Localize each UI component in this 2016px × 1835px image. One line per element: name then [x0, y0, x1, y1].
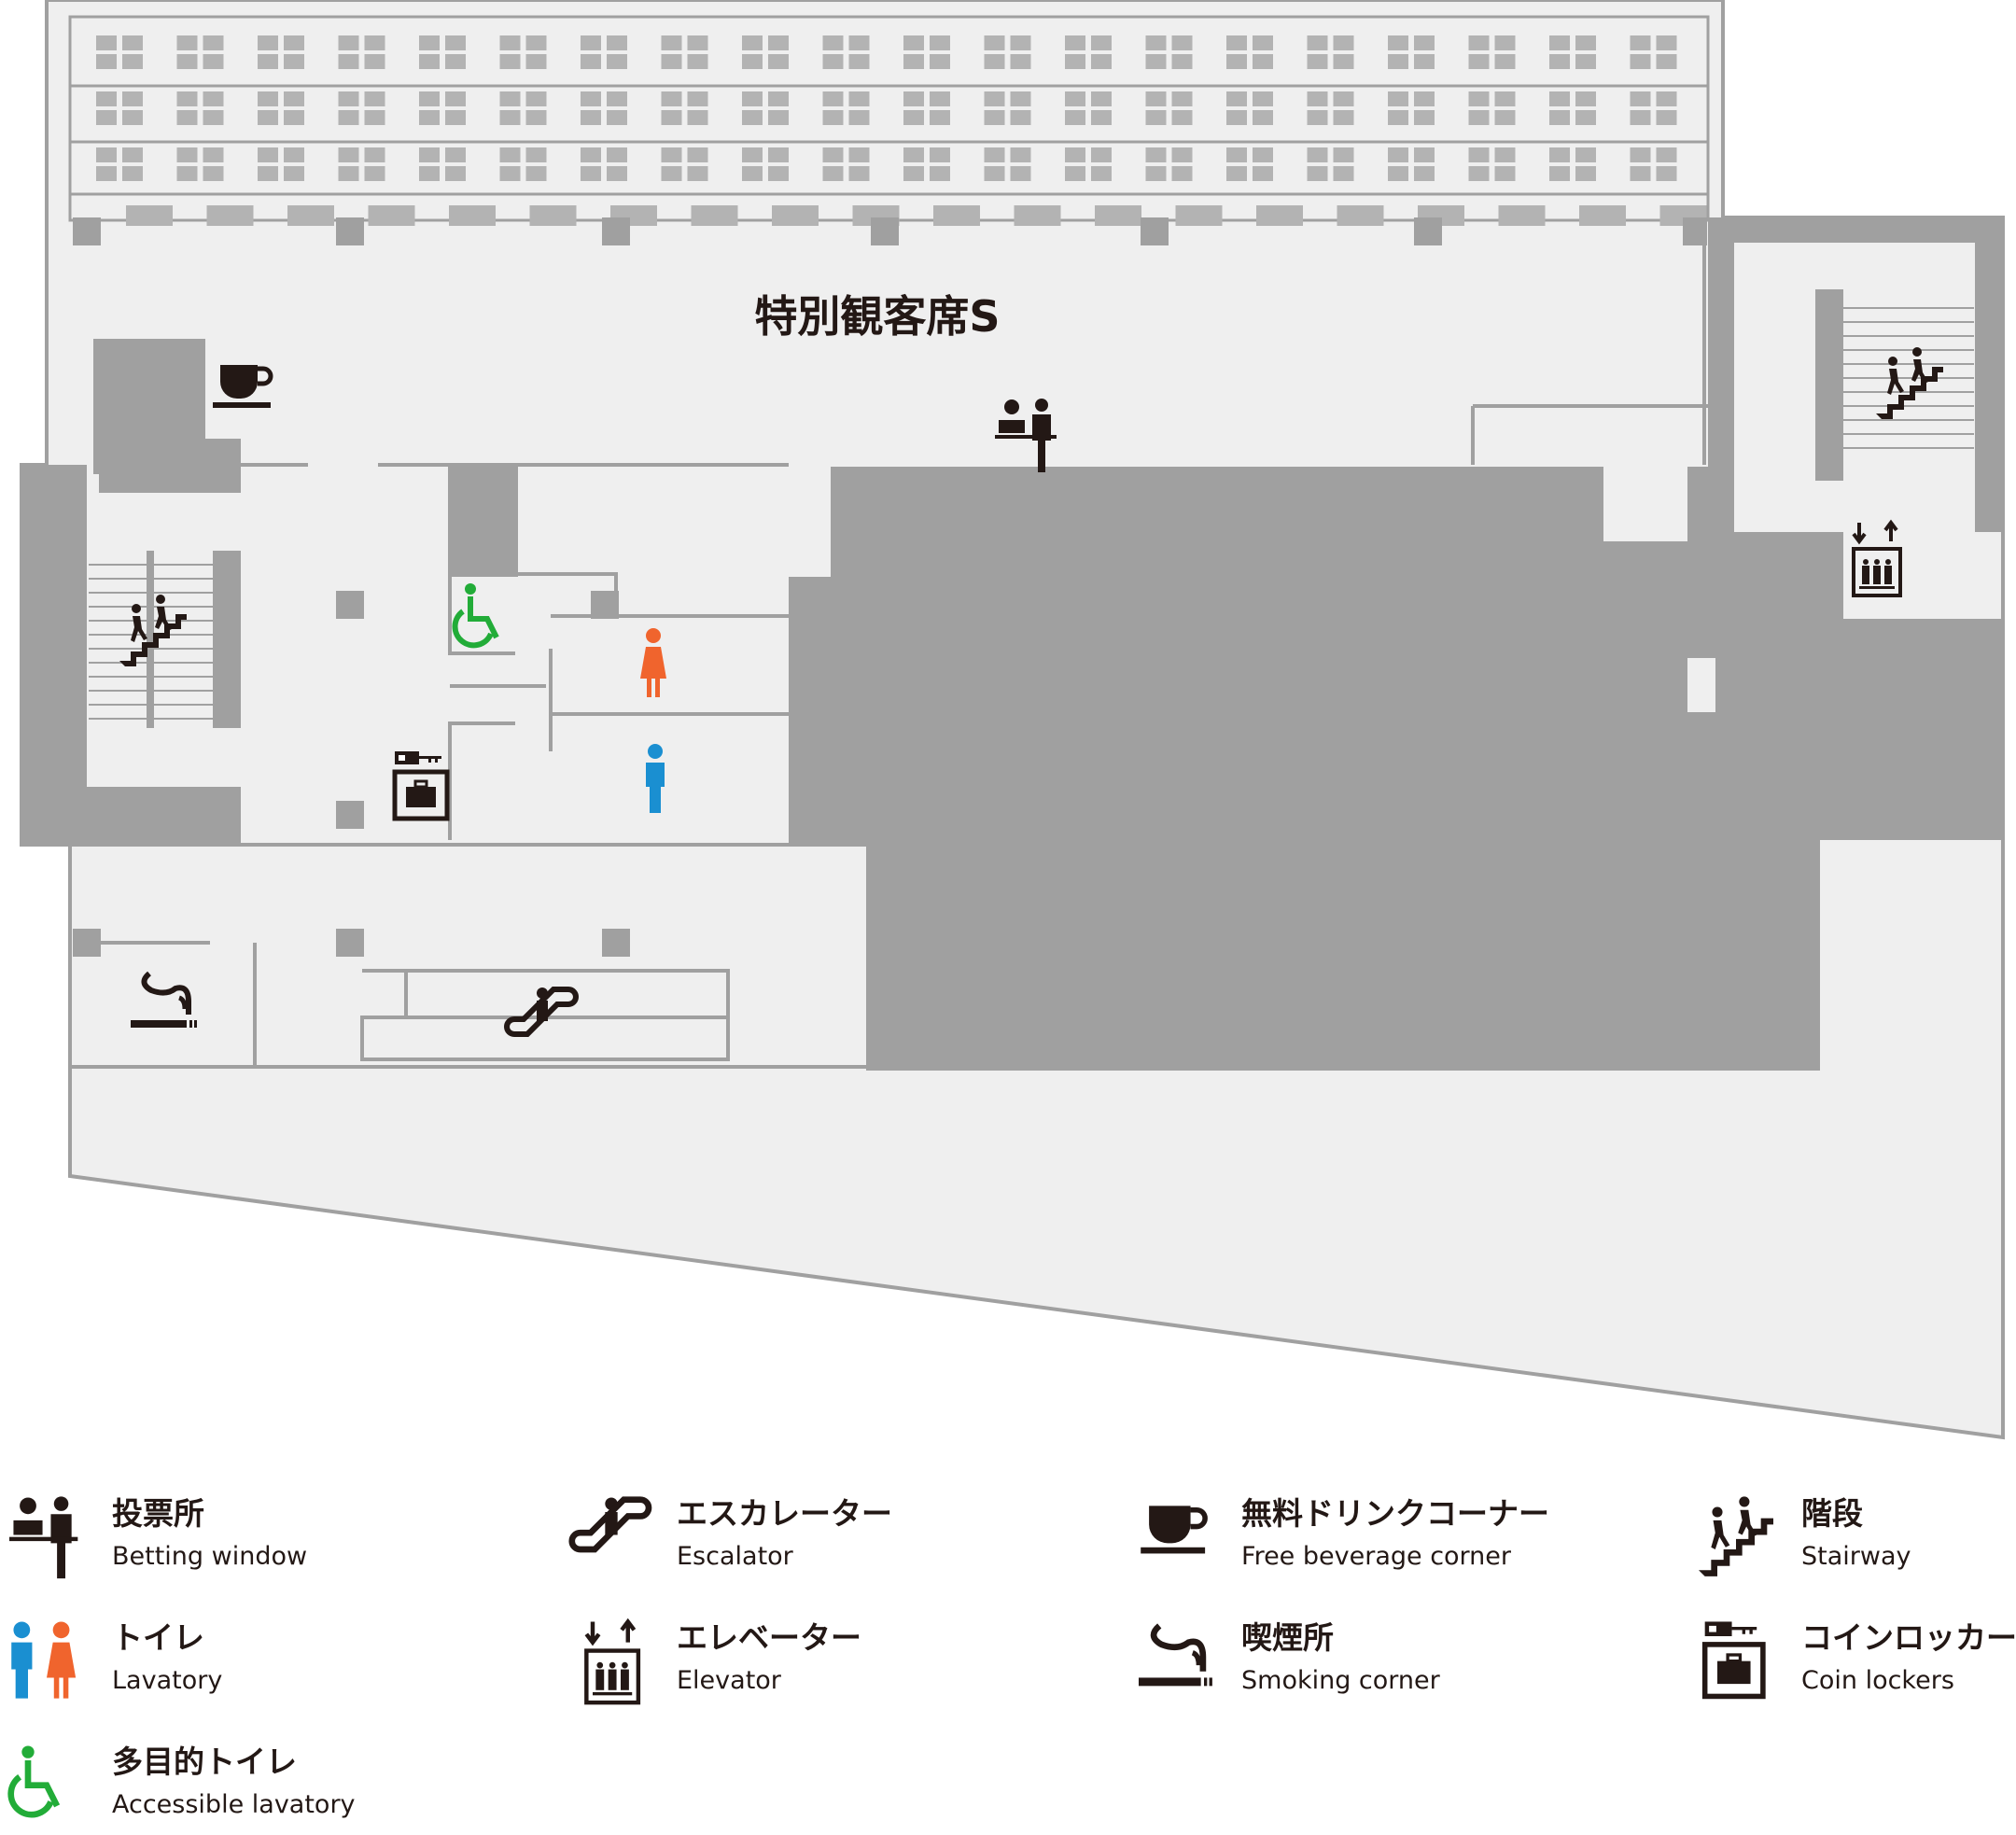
escalator-icon	[565, 1493, 658, 1587]
seating-stands	[68, 15, 1710, 226]
legend-lavatory-jp: トイレ	[112, 1619, 204, 1656]
floor-map: 特別観客席S	[20, 0, 2005, 1440]
seat-block	[126, 205, 173, 226]
seat-block	[1095, 205, 1141, 226]
seat-block	[1014, 205, 1061, 226]
accessible-icon	[0, 1742, 93, 1835]
legend-stairway-en: Stairway	[1801, 1542, 1911, 1571]
seat-block	[1175, 205, 1223, 226]
smoking-icon	[1129, 1618, 1223, 1711]
building-core	[789, 217, 2003, 1071]
cup-icon	[1129, 1493, 1223, 1587]
legend-accessible-jp: 多目的トイレ	[112, 1744, 297, 1780]
legend-lockers-jp: コインロッカー	[1801, 1619, 2016, 1656]
area-label: 特別観客席S	[754, 291, 1000, 342]
legend-lavatory-en: Lavatory	[112, 1666, 223, 1695]
left-stair-core	[21, 339, 241, 843]
legend-elevator-jp: エレベーター	[677, 1619, 861, 1656]
seat-block	[287, 205, 334, 226]
legend-stairway-jp: 階段	[1801, 1495, 1863, 1532]
legend-escalator-en: Escalator	[677, 1542, 793, 1571]
legend-betting-jp: 投票所	[112, 1495, 204, 1532]
seat-block	[772, 205, 819, 226]
legend-smoking-jp: 喫煙所	[1241, 1619, 1334, 1656]
stairs-icon	[1699, 1496, 1773, 1576]
seat-block	[1498, 205, 1546, 226]
legend-escalator-jp: エスカレーター	[677, 1495, 892, 1532]
right-stair-core	[1687, 217, 2003, 712]
legend-accessible-en: Accessible lavatory	[112, 1790, 356, 1819]
betting-icon	[9, 1496, 78, 1579]
seat-block	[691, 205, 738, 226]
legend-beverage-en: Free beverage corner	[1241, 1542, 1512, 1571]
seat-block	[206, 205, 254, 226]
lavatory-icon	[11, 1621, 77, 1699]
seat-block	[368, 205, 415, 226]
legend-beverage-jp: 無料ドリンクコーナー	[1241, 1495, 1549, 1532]
legend-betting-en: Betting window	[112, 1542, 308, 1571]
seat-block	[529, 205, 577, 226]
pillars	[73, 217, 1707, 957]
legend-lockers-en: Coin lockers	[1801, 1666, 1954, 1695]
elevator-icon	[565, 1618, 658, 1711]
seat-block	[1579, 205, 1626, 226]
seat-block	[1256, 205, 1303, 226]
seat-block	[449, 205, 496, 226]
locker-icon	[1689, 1618, 1783, 1711]
legend-elevator-en: Elevator	[677, 1666, 781, 1695]
legend-smoking-en: Smoking corner	[1241, 1666, 1440, 1695]
seat-block	[1337, 205, 1384, 226]
seat-block	[933, 205, 980, 226]
